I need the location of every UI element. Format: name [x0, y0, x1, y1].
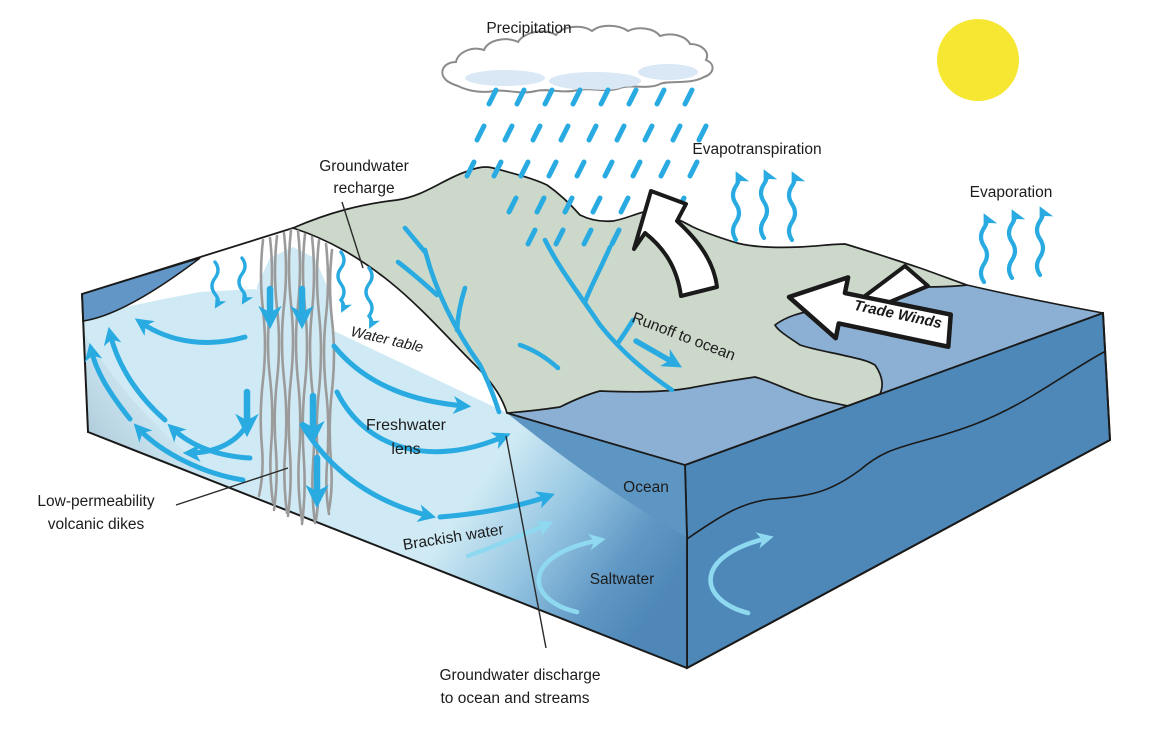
freshwater-lens-label-line2: lens [391, 441, 420, 458]
submarine-slope-line [686, 350, 1107, 540]
groundwater-recharge-label-line1: Groundwater [319, 158, 409, 175]
cloud-icon [441, 24, 714, 94]
groundwater-discharge-label-line1: Groundwater discharge [439, 667, 600, 684]
branching-stream-lines-icon [395, 225, 675, 415]
dike-downward-arrows [235, 285, 329, 509]
evapotranspiration-wavy-arrows [730, 169, 806, 243]
low-permeability-label-line2: volcanic dikes [48, 516, 145, 533]
leader-lines [175, 201, 547, 649]
groundwater-recharge-label-line2: recharge [333, 180, 394, 197]
evaporation-wavy-arrows [978, 206, 1054, 285]
rain-icon [464, 87, 709, 247]
curved-arrow-up-icon [632, 189, 719, 298]
arrow-down-right-icon [633, 338, 683, 368]
curved-cyan-arrows-icon [465, 520, 774, 616]
unsaturated-zone [83, 228, 507, 413]
evapotranspiration-label: Evapotranspiration [692, 141, 821, 158]
ocean-label: Ocean [623, 479, 669, 496]
low-permeability-label-line1: Low-permeability [37, 493, 154, 510]
ocean-cross-section [507, 413, 687, 537]
freshwater-lens-label-line1: Freshwater [366, 417, 447, 434]
corner-shading [82, 330, 240, 490]
evaporation-label: Evaporation [970, 184, 1053, 201]
discharge-leader-line [505, 435, 547, 649]
dikes-leader-line [175, 467, 289, 506]
saltwater-label: Saltwater [590, 571, 655, 588]
left-ocean-wedge [81, 257, 201, 322]
wavy-down-arrows-icon [210, 250, 381, 329]
block-arrow-left-icon [786, 264, 953, 350]
recharge-leader-line [341, 201, 364, 269]
sun-icon [937, 19, 1019, 101]
precipitation-label: Precipitation [486, 20, 571, 37]
vertical-stripes-icon [257, 228, 336, 526]
groundwater-discharge-label-line2: to ocean and streams [440, 690, 589, 707]
